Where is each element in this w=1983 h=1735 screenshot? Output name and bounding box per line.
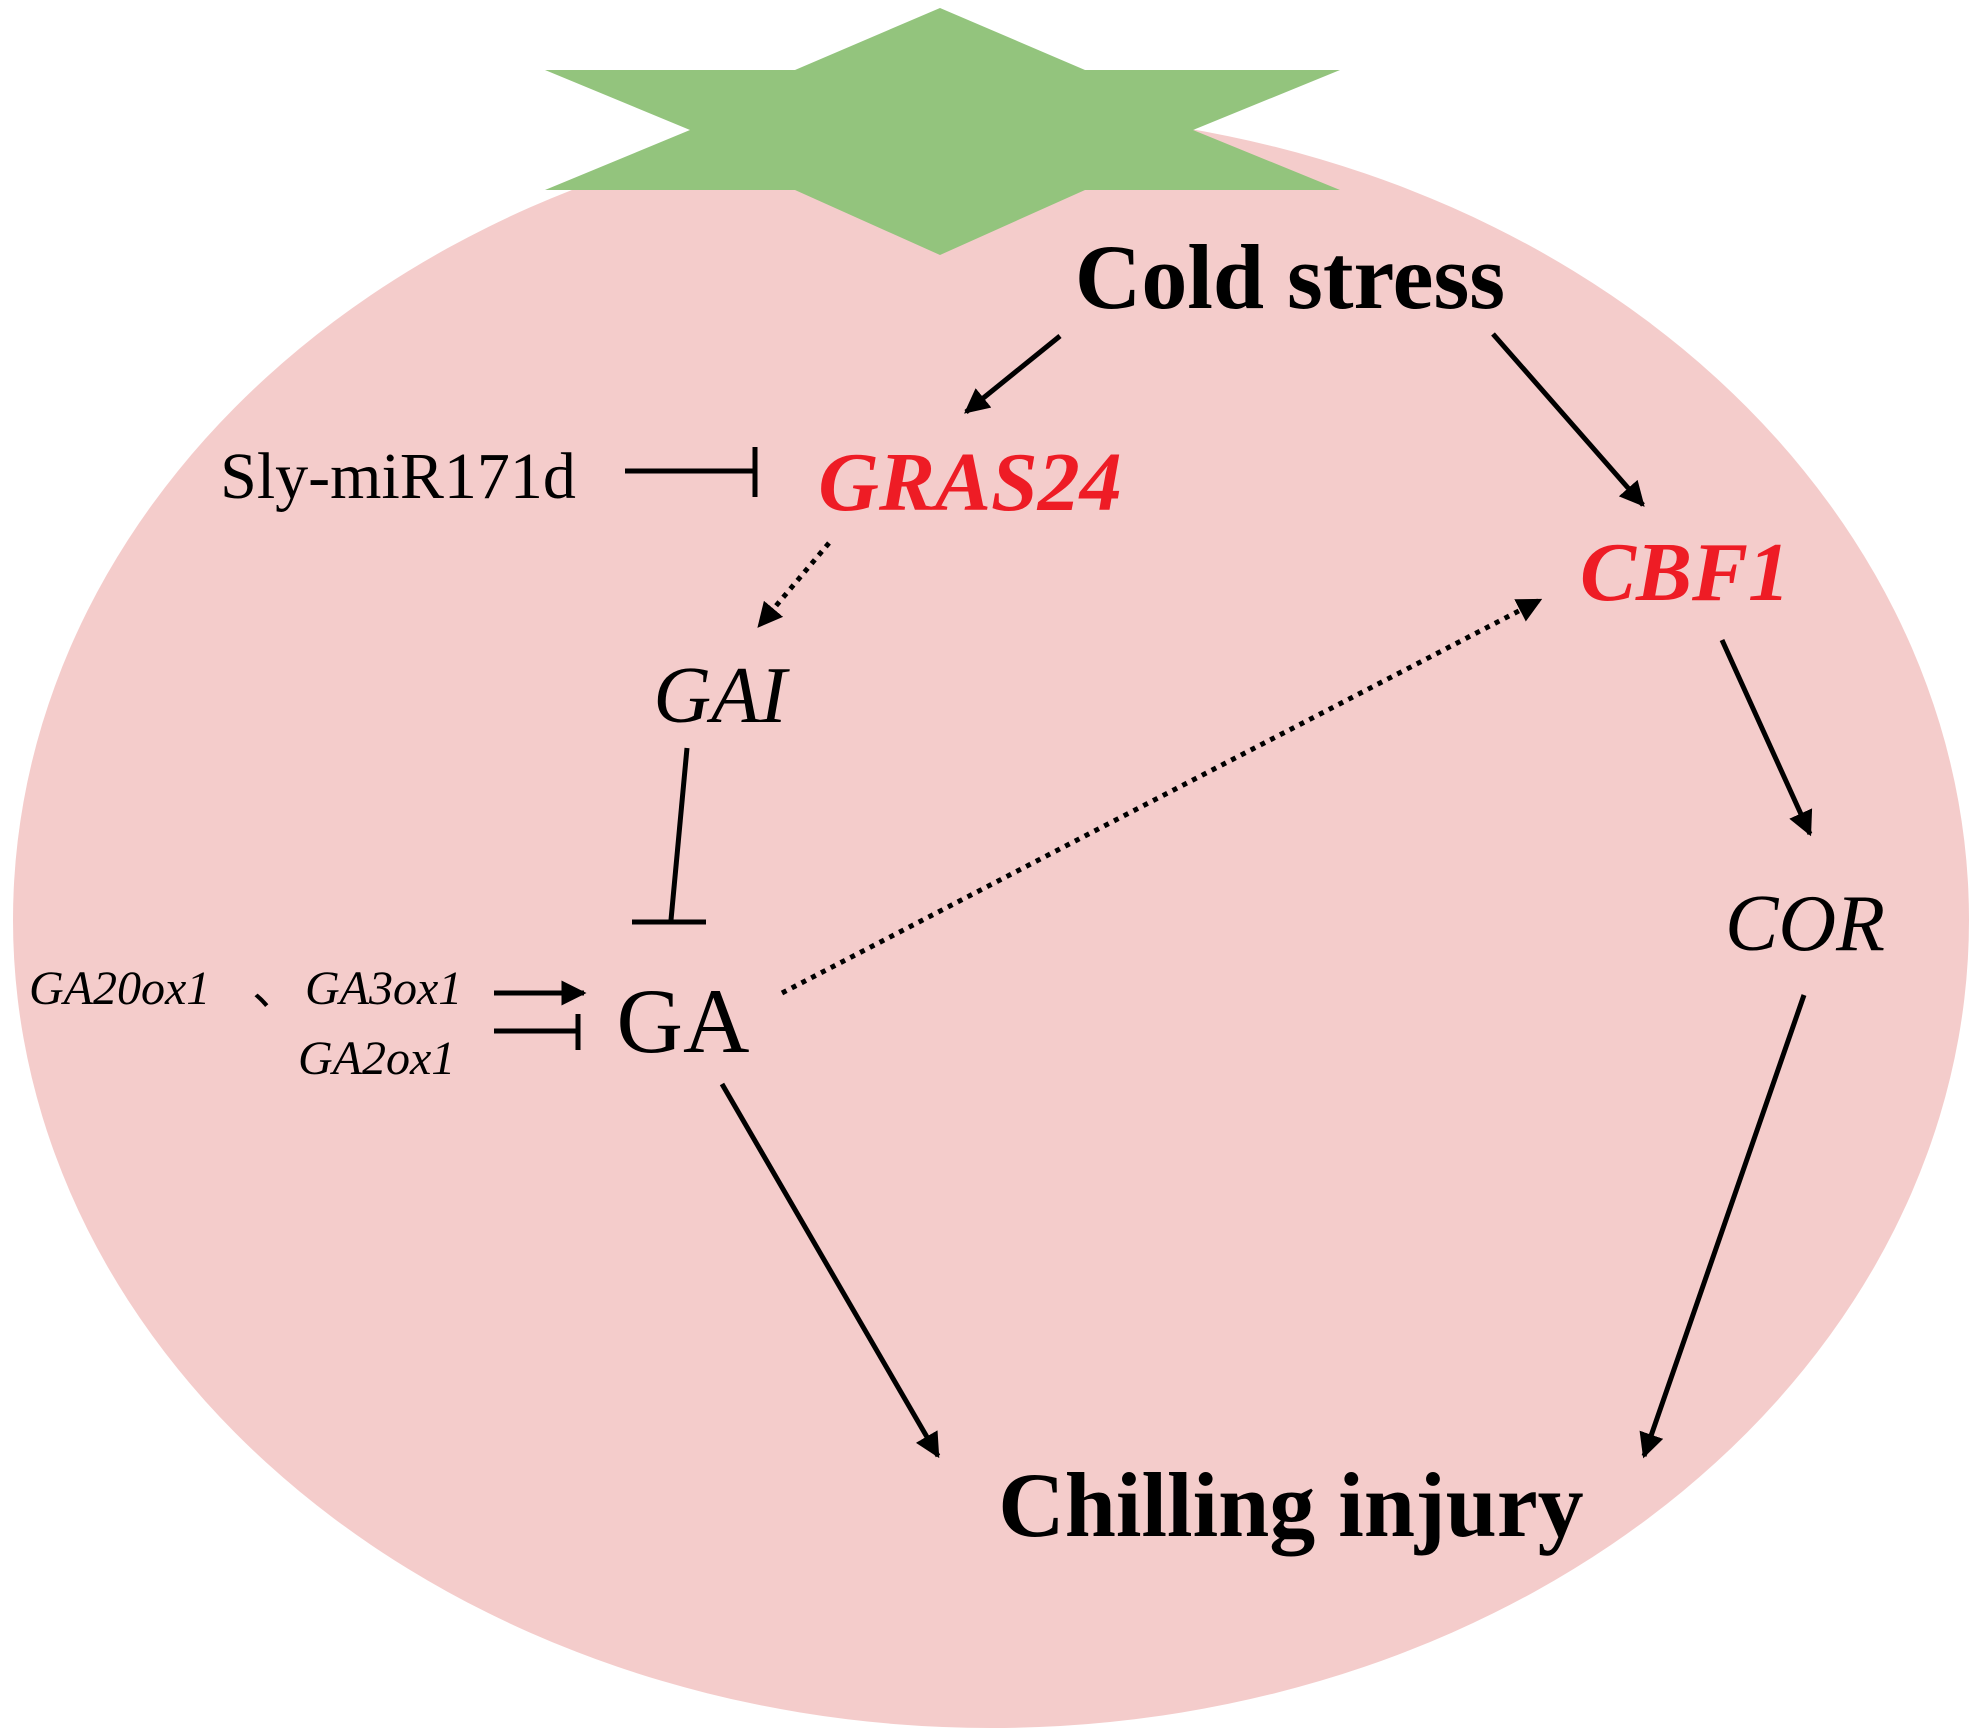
tomato-calyx-shape <box>545 8 1340 255</box>
tomato-fruit-shape <box>13 112 1969 1728</box>
node-gras24: GRAS24 <box>818 436 1121 529</box>
edge-ga-to-chilling <box>719 1082 941 1459</box>
edges <box>494 332 1813 1459</box>
edge-gras24-to-gai-dotted <box>757 541 831 628</box>
edge-cold-to-gras24 <box>964 334 1062 414</box>
node-gai: GAI <box>653 652 790 740</box>
node-chilling-injury: Chilling injury <box>998 1454 1583 1556</box>
gene-ga2ox1: GA2ox1 <box>298 1032 455 1085</box>
node-cbf1: CBF1 <box>1580 526 1790 619</box>
edge-gai-inhibits-ga <box>668 747 690 921</box>
edge-cold-to-cbf1 <box>1491 332 1645 507</box>
node-sly-mir171d: Sly-miR171d <box>220 440 576 513</box>
node-cor: COR <box>1725 880 1885 968</box>
edge-cor-to-chilling <box>1639 994 1807 1459</box>
node-ga: GA <box>617 970 750 1072</box>
node-cold-stress: Cold stress <box>1075 226 1505 328</box>
edge-cbf1-to-cor <box>1719 638 1813 837</box>
gene-ga3ox1: GA3ox1 <box>305 962 462 1015</box>
gene-separator: 、 <box>252 962 300 1015</box>
gene-ga20ox1: GA20ox1 <box>29 962 210 1015</box>
